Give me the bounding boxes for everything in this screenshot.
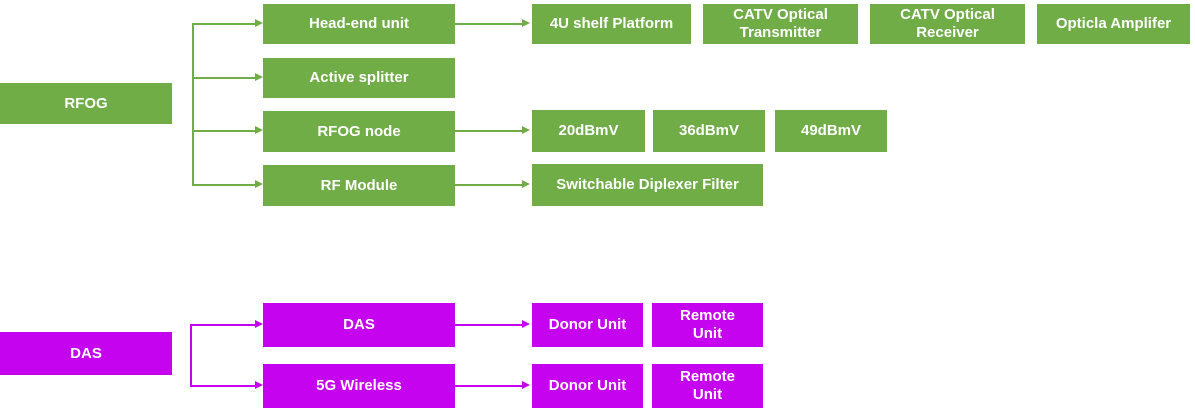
das-to-donor-arrow [455,320,530,327]
rfog-branch-arrow-activesplitter [192,73,263,80]
leaf-5g-remote-unit: Remote Unit [652,364,763,408]
rfognode-to-dbmv-arrow [455,126,530,133]
leaf-catv-optical-receiver: CATV Optical Receiver [870,4,1025,44]
leaf-das-donor-unit: Donor Unit [532,303,643,347]
rfog-node-active-splitter: Active splitter [263,58,455,98]
das-branch-arrow-das [190,320,263,327]
rfog-branch-arrow-rfognode [192,126,263,133]
das-node-5g-wireless: 5G Wireless [263,364,455,408]
das-node-das: DAS [263,303,455,347]
leaf-36dbmv: 36dBmV [653,110,765,152]
leaf-switchable-diplexer-filter: Switchable Diplexer Filter [532,164,763,206]
leaf-catv-optical-transmitter: CATV Optical Transmitter [703,4,858,44]
5g-to-donor-arrow [455,381,530,388]
leaf-20dbmv: 20dBmV [532,110,645,152]
rfog-branch-arrow-headend [192,19,263,26]
rfog-node-rfog-node: RFOG node [263,111,455,152]
das-branch-arrow-5g [190,381,263,388]
leaf-opticla-amplifer: Opticla Amplifer [1037,4,1190,44]
leaf-5g-donor-unit: Donor Unit [532,364,643,408]
rfog-root-node: RFOG [0,83,172,124]
das-root-node: DAS [0,332,172,375]
rfmodule-to-diplexer-arrow [455,180,530,187]
leaf-49dbmv: 49dBmV [775,110,887,152]
rfog-node-head-end-unit: Head-end unit [263,4,455,44]
rfog-trunk-line [192,24,194,185]
headend-to-shelf-arrow [455,19,530,26]
das-trunk-line [190,325,192,386]
rfog-node-rf-module: RF Module [263,165,455,206]
leaf-das-remote-unit: Remote Unit [652,303,763,347]
rfog-branch-arrow-rfmodule [192,180,263,187]
leaf-4u-shelf-platform: 4U shelf Platform [532,4,691,44]
